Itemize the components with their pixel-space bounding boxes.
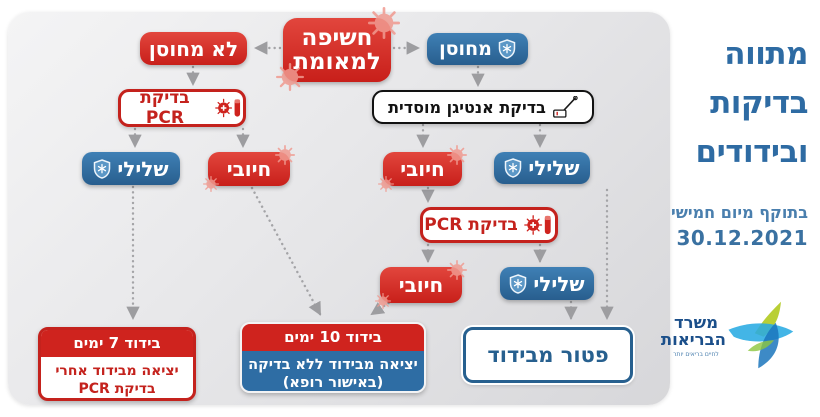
title-line: בדיקות bbox=[710, 84, 808, 121]
node-label: בדיקת אנטיגן מוסדית bbox=[388, 97, 546, 117]
ministry-of-health-logo: משרד הבריאות לחיים בריאים יותר bbox=[660, 300, 796, 370]
shield-icon bbox=[498, 39, 516, 59]
validity-date: 30.12.2021 bbox=[676, 226, 808, 250]
node-exposure-confirmed: חשיפה למאומת bbox=[283, 18, 391, 82]
node-label: בדיקת PCR bbox=[424, 215, 518, 235]
node-antigen-test: בדיקת אנטיגן מוסדית bbox=[372, 90, 594, 124]
node-positive-antigen: חיובי bbox=[383, 152, 462, 186]
node-pcr-test-1: בדיקת PCR bbox=[118, 88, 246, 128]
validity-subtitle: בתוקף מיום חמישי bbox=[671, 203, 808, 222]
node-negative-pcr-vaccinated: שלילי bbox=[500, 267, 594, 300]
node-label: חיובי bbox=[226, 157, 272, 181]
node-label: שלילי bbox=[528, 156, 580, 180]
node-not-vaccinated: לא מחוסן bbox=[140, 32, 247, 65]
outcome-isolation-exempt: פטור מבידוד bbox=[463, 327, 633, 383]
shield-icon bbox=[509, 274, 527, 294]
ministry-star-icon bbox=[728, 301, 794, 369]
node-label: חיובי bbox=[398, 273, 444, 297]
outcome-label: פטור מבידוד bbox=[487, 343, 609, 367]
node-positive-pcr-vaccinated: חיובי bbox=[380, 267, 462, 303]
outcome-title: בידוד 10 ימים bbox=[242, 324, 424, 351]
sidebar: מתווה בדיקות ובידודים בתוקף מיום חמישי 3… bbox=[660, 0, 814, 417]
node-pcr-test-2: בדיקת PCR bbox=[420, 207, 558, 243]
shield-icon bbox=[93, 159, 111, 179]
ministry-name: משרד הבריאות bbox=[660, 313, 726, 350]
node-label: בדיקת PCR bbox=[140, 88, 190, 128]
outcome-body: יציאה מבידוד אחרי בדיקת PCR bbox=[55, 363, 179, 397]
pcr-test-icon bbox=[524, 213, 554, 237]
swab-test-icon bbox=[552, 96, 578, 119]
outcome-body: יציאה מבידוד ללא בדיקה (באישור רופא) bbox=[242, 351, 424, 391]
node-negative-pcr-unvaccinated: שלילי bbox=[82, 152, 180, 185]
node-negative-antigen: שלילי bbox=[494, 152, 590, 184]
pcr-test-icon bbox=[215, 96, 243, 120]
shield-icon bbox=[504, 158, 522, 178]
outcome-isolation-10-days: בידוד 10 ימים יציאה מבידוד ללא בדיקה (בא… bbox=[240, 322, 426, 393]
page-title: מתווה בדיקות ובידודים bbox=[664, 30, 809, 177]
title-line: ובידודים bbox=[695, 133, 809, 170]
node-vaccinated: מחוסן bbox=[427, 33, 528, 65]
outcome-isolation-7-days: בידוד 7 ימים יציאה מבידוד אחרי בדיקת PCR bbox=[38, 327, 196, 401]
node-label: חשיפה למאומת bbox=[293, 24, 381, 75]
node-label: חיובי bbox=[400, 157, 445, 181]
node-label: שלילי bbox=[533, 271, 585, 296]
outcome-title: בידוד 7 ימים bbox=[41, 330, 193, 357]
node-label: שלילי bbox=[117, 156, 169, 181]
title-line: מתווה bbox=[724, 36, 808, 72]
node-label: לא מחוסן bbox=[148, 36, 239, 61]
ministry-tagline: לחיים בריאים יותר bbox=[673, 351, 719, 358]
node-label: מחוסן bbox=[439, 38, 492, 60]
node-positive-pcr-unvaccinated: חיובי bbox=[208, 152, 290, 186]
